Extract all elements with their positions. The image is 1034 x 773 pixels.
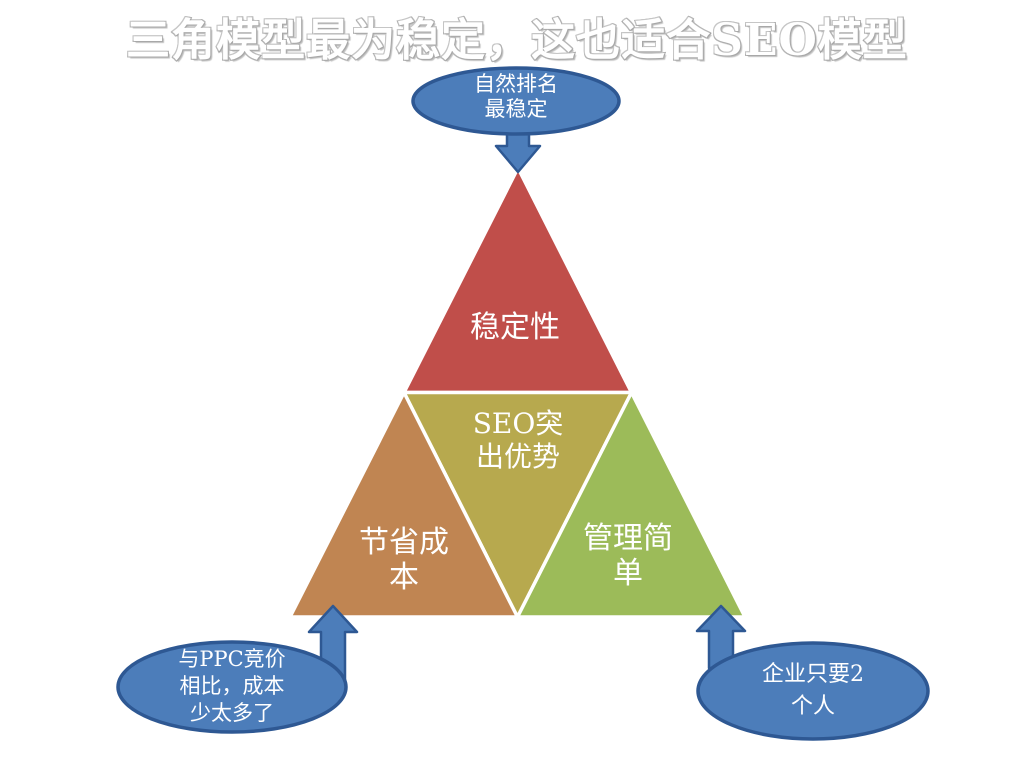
label-line: 本: [389, 560, 419, 595]
label-line: 相比，成本: [179, 674, 285, 698]
callout-label-top: 自然排名 最稳定: [406, 72, 626, 122]
label-line: 稳定性: [470, 310, 560, 345]
label-line: 最稳定: [484, 97, 548, 121]
label-line: 单: [613, 556, 643, 591]
label-line: 少太多了: [190, 701, 274, 725]
callout-label-bottom-right: 企业只要2 个人: [703, 659, 923, 723]
label-line: 企业只要2: [762, 662, 864, 687]
callout-ellipse-bottom-left: [116, 640, 348, 734]
segment-label-easy-management: 管理简 单: [518, 521, 738, 591]
label-line: SEO突: [472, 407, 564, 440]
label-line: 节省成: [359, 525, 449, 560]
callout-ellipse-top: [411, 66, 621, 136]
segment-label-cost-saving: 节省成 本: [294, 525, 514, 595]
callout-label-bottom-left: 与PPC竞价 相比，成本 少太多了: [122, 646, 342, 727]
segment-label-seo-advantage: SEO突 出优势: [408, 407, 628, 473]
pyramid-segment-stability: [401, 164, 635, 395]
segment-label-stability: 稳定性: [405, 310, 625, 345]
label-line: 出优势: [475, 440, 560, 473]
pyramid-segment-easy-management: [514, 388, 748, 619]
label-line: 管理简: [583, 521, 673, 556]
label-line: 自然排名: [474, 72, 558, 96]
label-line: 与PPC竞价: [178, 647, 286, 671]
callout-ellipse-bottom-right: [696, 641, 930, 741]
slide-title: 三角模型最为稳定，这也适合SEO模型: [125, 14, 908, 67]
label-line: 个人: [790, 694, 835, 719]
pyramid-segment-cost-saving: [287, 388, 521, 619]
